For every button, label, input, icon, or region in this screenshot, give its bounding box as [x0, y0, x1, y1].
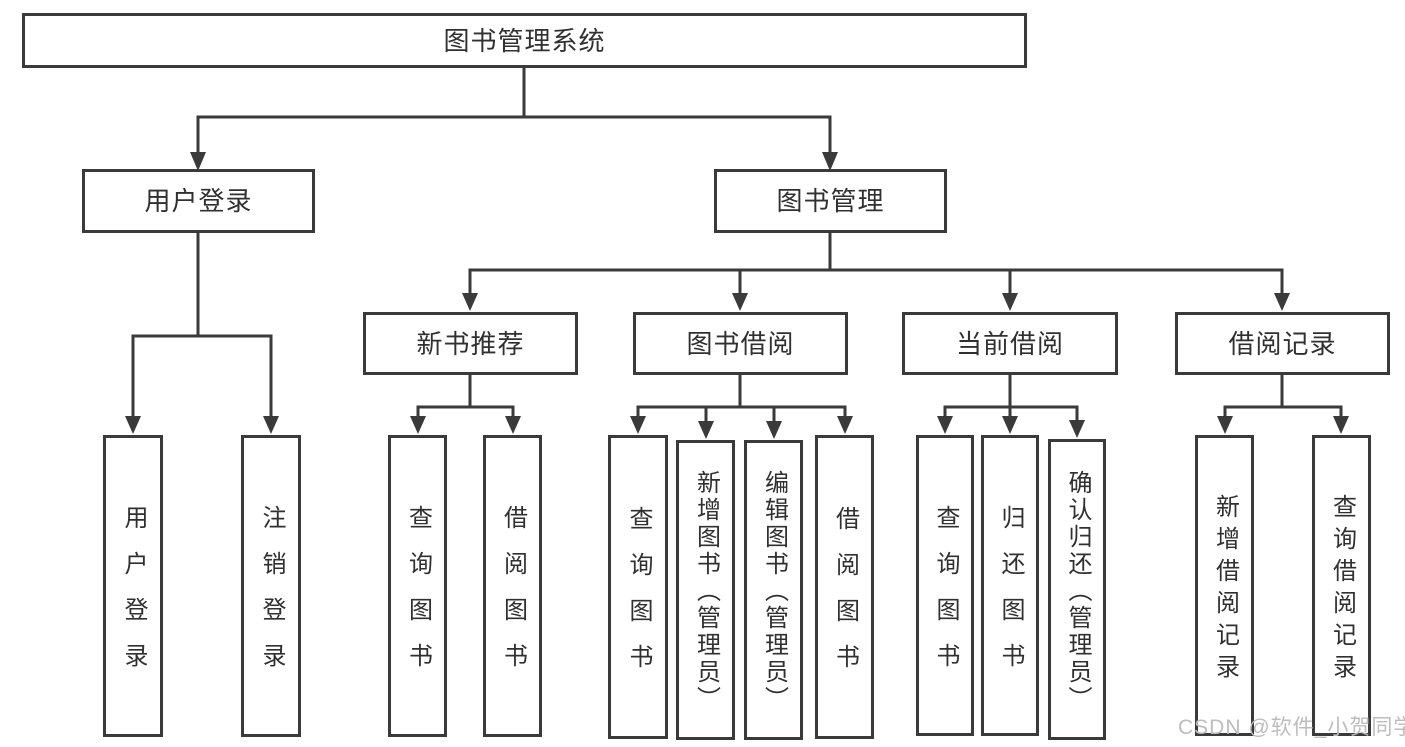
node-new-book-recommend: 新书推荐 [363, 312, 578, 375]
arrow-down-icon [1002, 416, 1018, 434]
leaf-label: 编辑图书（管理员） [760, 470, 788, 713]
leaf-label: 查询借阅记录 [1328, 493, 1356, 686]
arrow-down-icon [410, 416, 426, 434]
leaf-bb-query-books: 查询图书 [608, 435, 668, 739]
arrow-down-icon [732, 293, 748, 311]
node-label: 当前借阅 [955, 328, 1064, 359]
arrow-down-icon [125, 416, 141, 434]
node-book-borrow: 图书借阅 [633, 312, 848, 375]
leaf-bb-borrow-books: 借阅图书 [815, 435, 874, 739]
node-label: 图书管理 [776, 186, 885, 216]
leaf-nbr-query-books: 查询图书 [388, 435, 447, 737]
leaf-bb-add-books-admin: 新增图书（管理员） [676, 440, 735, 740]
node-book-management: 图书管理 [714, 169, 947, 233]
leaf-label: 用户登录 [120, 505, 147, 689]
arrow-down-icon [1217, 416, 1233, 434]
arrow-down-icon [1333, 416, 1349, 434]
leaf-label: 借阅图书 [831, 506, 859, 690]
node-current-borrow: 当前借阅 [902, 312, 1118, 375]
leaf-label: 借阅图书 [499, 505, 527, 689]
leaf-cb-return-books: 归还图书 [981, 435, 1039, 736]
arrow-down-icon [462, 293, 478, 311]
leaf-label: 查询图书 [932, 504, 959, 689]
arrow-down-icon [630, 416, 646, 434]
node-label: 新书推荐 [416, 328, 525, 359]
arrow-down-icon [937, 416, 953, 434]
csdn-watermark: CSDN @软件_小贺同学 [1178, 716, 1405, 739]
node-borrow-record: 借阅记录 [1175, 312, 1390, 375]
leaf-label: 新增图书（管理员） [692, 470, 720, 713]
leaf-cb-query-books: 查询图书 [916, 435, 974, 736]
arrow-down-icon [1069, 420, 1085, 438]
node-label: 图书管理系统 [443, 25, 606, 56]
arrow-down-icon [1002, 293, 1018, 311]
arrow-down-icon [263, 416, 279, 434]
arrow-down-icon [505, 416, 521, 434]
leaf-label: 查询图书 [625, 506, 652, 690]
leaf-user-login: 用户登录 [103, 435, 163, 737]
node-label: 图书借阅 [686, 328, 795, 359]
arrow-down-icon [837, 416, 853, 434]
leaf-cb-confirm-return-admin: 确认归还（管理员） [1048, 439, 1106, 740]
node-root-system: 图书管理系统 [22, 13, 1027, 68]
leaf-label: 确认归还（管理员） [1064, 469, 1091, 713]
arrow-down-icon [766, 421, 782, 439]
arrow-down-icon [698, 421, 714, 439]
leaf-label: 新增借阅记录 [1211, 493, 1239, 686]
node-user-login: 用户登录 [82, 169, 315, 233]
node-label: 借阅记录 [1228, 328, 1337, 359]
arrow-down-icon [1274, 293, 1290, 311]
node-label: 用户登录 [144, 186, 253, 216]
leaf-logout: 注销登录 [241, 435, 301, 737]
leaf-label: 查询图书 [404, 505, 432, 689]
leaf-bb-edit-books-admin: 编辑图书（管理员） [744, 440, 803, 740]
leaf-br-add-record: 新增借阅记录 [1195, 435, 1254, 736]
leaf-label: 归还图书 [997, 504, 1024, 689]
leaf-label: 注销登录 [258, 505, 285, 689]
leaf-nbr-borrow-books: 借阅图书 [483, 435, 542, 737]
leaf-br-query-record: 查询借阅记录 [1312, 435, 1371, 736]
